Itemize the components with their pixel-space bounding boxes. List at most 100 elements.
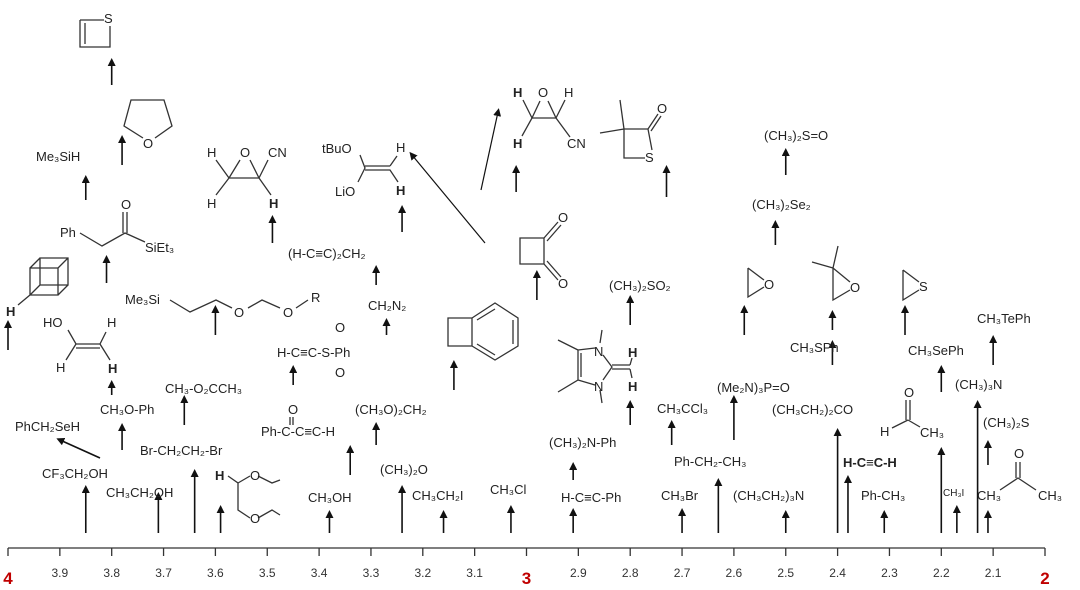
atom-ch3: CH₃ xyxy=(920,425,944,440)
label-me2so2: (CH₃)₂SO₂ xyxy=(609,278,671,293)
tick-label: 3.7 xyxy=(155,566,172,580)
atom-ch3: CH₃ xyxy=(1038,488,1062,503)
major-tick-label: 3 xyxy=(522,569,531,588)
atom-cn: CN xyxy=(567,136,586,151)
atom-h: H xyxy=(396,140,405,155)
atom-o: O xyxy=(558,210,568,225)
atom-h: H xyxy=(207,145,216,160)
label-ch3cl: CH₃Cl xyxy=(490,482,526,497)
label-ch3ch2oh: CH₃CH₂OH xyxy=(106,485,173,500)
atom-o: O xyxy=(335,320,345,335)
tick-label: 2.3 xyxy=(881,566,898,580)
atom-ph: Ph xyxy=(60,225,76,240)
label-ch3sph: CH₃SPh xyxy=(790,340,839,355)
atom-ch3: CH₃ xyxy=(977,488,1001,503)
label-ch3br: CH₃Br xyxy=(661,488,699,503)
tick-label: 2.8 xyxy=(622,566,639,580)
label-ch3oac: CH₃-O₂CCH₃ xyxy=(165,381,242,396)
atom-h: H xyxy=(215,468,224,483)
atom-h: H xyxy=(628,345,637,360)
atom-h: H xyxy=(513,85,522,100)
atom-o: O xyxy=(250,468,260,483)
acylsilane-structure: Ph O SiEt₃ xyxy=(60,197,174,255)
label-brch2ch2br: Br-CH₂CH₂-Br xyxy=(140,443,223,458)
atom-o: O xyxy=(240,145,250,160)
atom-h: H xyxy=(6,304,15,319)
major-tick-label: 4 xyxy=(3,569,13,588)
sem-ether-structure: Me₃Si O O R xyxy=(125,290,320,320)
atom-h: H xyxy=(56,360,65,375)
atom-ho: HO xyxy=(43,315,63,330)
thiirane-structure: S xyxy=(902,269,928,302)
thietanone-structure: O S xyxy=(599,99,667,165)
atom-o: O xyxy=(143,136,153,151)
tick-label: 3.4 xyxy=(311,566,328,580)
label-me2s: (CH₃)₂S xyxy=(983,415,1030,430)
label-hccso2ph: H-C≡C-S-Ph xyxy=(277,345,350,360)
label-ch3ccl3: CH₃CCl₃ xyxy=(657,401,708,416)
diagonal-arrow xyxy=(409,151,486,244)
tick-label: 3.2 xyxy=(414,566,431,580)
isobutylene-oxide-structure: O xyxy=(811,245,860,302)
atom-o: O xyxy=(234,305,244,320)
tick-label: 2.9 xyxy=(570,566,587,580)
tick-label: 3.6 xyxy=(207,566,224,580)
atom-lio: LiO xyxy=(335,184,355,199)
atom-o: O xyxy=(250,511,260,526)
tick-label: 3.8 xyxy=(103,566,120,580)
atom-h: H xyxy=(396,183,405,198)
benzocyclobutene-structure xyxy=(447,302,519,361)
tick-label: 3.1 xyxy=(466,566,483,580)
cyclobutanedione-structure: O O xyxy=(519,210,568,291)
label-me2nph: (CH₃)₂N-Ph xyxy=(549,435,616,450)
atom-h: H xyxy=(107,315,116,330)
label-me3sih: Me₃SiH xyxy=(36,149,80,164)
atom-tbuo: tBuO xyxy=(322,141,352,156)
tick-label: 2.1 xyxy=(985,566,1002,580)
label-ch3seph: CH₃SePh xyxy=(908,343,964,358)
label-et2co: (CH₃CH₂)₂CO xyxy=(772,402,853,417)
shift-arrows xyxy=(4,58,998,533)
label-ch3i: CH₃I xyxy=(943,488,964,499)
label-dmso: (CH₃)₂S=O xyxy=(764,128,828,143)
label-hmpa: (Me₂N)₃P=O xyxy=(717,380,790,395)
label-ch3ch2i: CH₃CH₂I xyxy=(412,488,464,503)
cubane-structure: H xyxy=(6,257,69,319)
atom-o: O xyxy=(283,305,293,320)
atom-h: H xyxy=(207,196,216,211)
atom-h: H xyxy=(269,196,278,211)
label-ch3oph: CH₃O-Ph xyxy=(100,402,154,417)
thf-structure: O xyxy=(123,99,173,151)
atom-o: O xyxy=(904,385,914,400)
epoxynitrile-structure: H O CN H H xyxy=(207,145,287,211)
glycidonitrile-structure: H O H H CN xyxy=(513,85,586,151)
tick-label: 3.9 xyxy=(52,566,69,580)
atom-o: O xyxy=(558,276,568,291)
ketene-acetal-structure: tBuO LiO H H xyxy=(322,140,405,199)
atom-n: N xyxy=(594,344,603,359)
tick-label: 3.5 xyxy=(259,566,276,580)
diagonal-arrow xyxy=(56,437,101,459)
atom-o: O xyxy=(850,280,860,295)
tick-label: 2.6 xyxy=(726,566,743,580)
tick-label: 2.7 xyxy=(674,566,691,580)
label-ch3oh: CH₃OH xyxy=(308,490,352,505)
tick-label: 3.3 xyxy=(363,566,380,580)
atom-h: H xyxy=(880,424,889,439)
label-phch2ch3: Ph-CH₂-CH₃ xyxy=(674,454,746,469)
atom-o: O xyxy=(538,85,548,100)
thiete-structure: S xyxy=(79,11,113,48)
tick-label: 2.4 xyxy=(829,566,846,580)
atom-o: O xyxy=(1014,446,1024,461)
label-phch2seh: PhCH₂SeH xyxy=(15,419,80,434)
label-propargyl: (H-C≡C)₂CH₂ xyxy=(288,246,366,261)
atom-o: O xyxy=(335,365,345,380)
acetone-structure: CH₃ O CH₃ xyxy=(977,446,1062,503)
dioxane-structure: H O O xyxy=(215,468,281,526)
atom-o: O xyxy=(288,402,298,417)
atom-o: O xyxy=(764,277,774,292)
tick-label: 2.5 xyxy=(777,566,794,580)
atom-me3si: Me₃Si xyxy=(125,292,160,307)
atom-h: H xyxy=(564,85,573,100)
atom-o: O xyxy=(121,197,131,212)
